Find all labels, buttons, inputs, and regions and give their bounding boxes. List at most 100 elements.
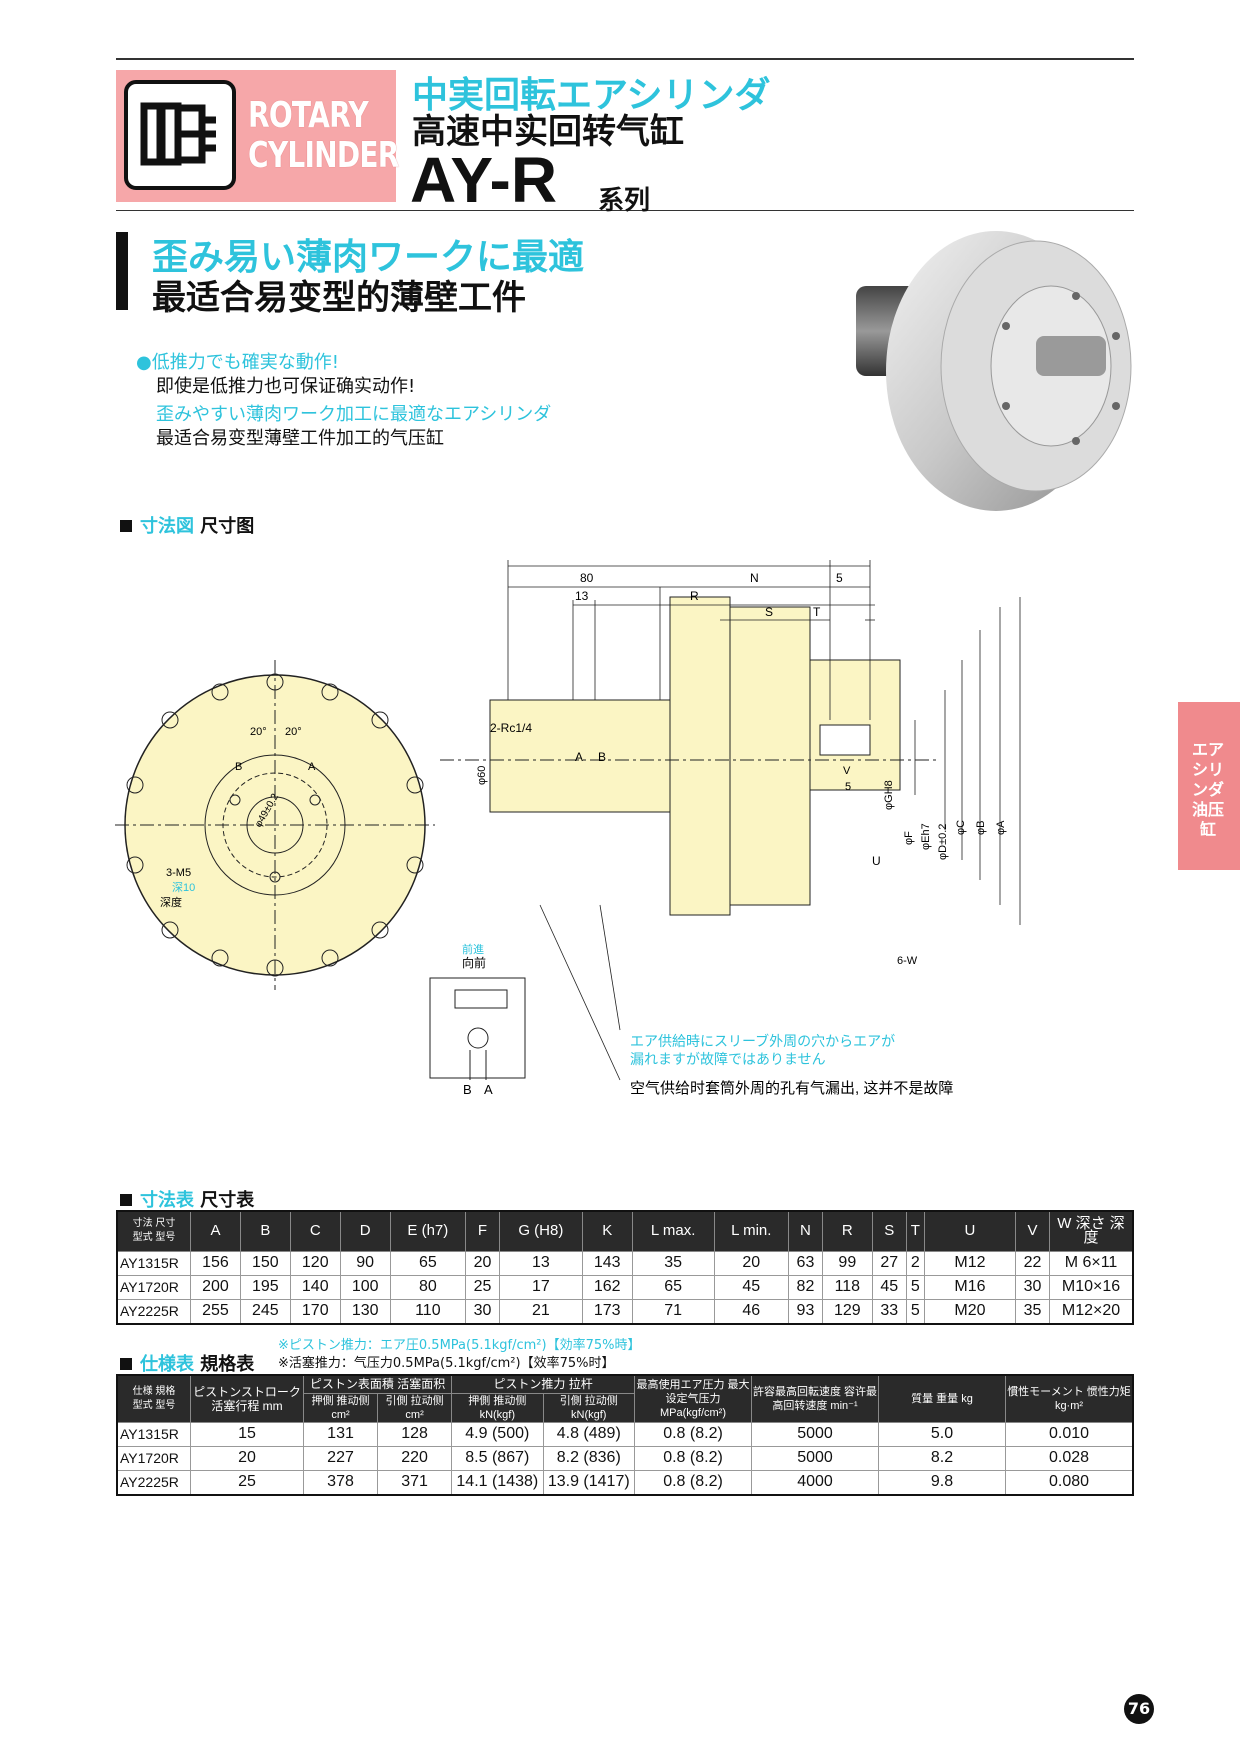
col-c: C (289, 1210, 341, 1252)
col-stroke: ピストンストローク 活塞行程 mm (190, 1374, 304, 1423)
dimension-table-corner: 寸法 尺寸型式 型号 (116, 1210, 191, 1252)
dim-n: N (750, 571, 759, 585)
bullet-2-cn: 最适合易变型薄壁工件加工的气压缸 (156, 428, 444, 449)
dia-g: φGH8 (883, 780, 895, 810)
col-w: W 深さ 深度 (1049, 1210, 1134, 1252)
feature-heading-cn: 最适合易变型的薄壁工件 (152, 278, 526, 318)
page-title-jp: 中実回転エアシリンダ (412, 75, 771, 116)
port-a-front: A (308, 761, 316, 773)
dim-s: S (765, 605, 773, 619)
valve-label-cn: 向前 (462, 955, 486, 970)
bullet-1-jp: ●低推力でも確実な動作! (136, 352, 339, 373)
col-area-push: 押側 推动侧 cm² (302, 1392, 379, 1423)
depth-label-jp: 深10 (172, 881, 195, 894)
col-pressure: 最高使用エア圧力 最大设定气压力 MPa(kgf/cm²) (634, 1374, 752, 1423)
col-thrust-push: 押側 推动侧 kN(kgf) (451, 1392, 544, 1423)
dimension-drawing: 20° 20° B A φ49±0.2 3-M5 深10 深度 K L 80 N… (115, 560, 1021, 1097)
air-note-cn: 空气供给时套筒外周的孔有气漏出, 这并不是故障 (630, 1079, 953, 1097)
col-area: ピストン表面積 活塞面积 (302, 1374, 453, 1394)
dimension-table: 寸法 尺寸型式 型号 A B C D E (h7) F G (H8) K L m… (116, 1210, 1134, 1325)
top-rule (116, 58, 1134, 60)
col-e: E (h7) (389, 1210, 467, 1252)
dim-13: 13 (575, 589, 589, 603)
dimension-table-header: 寸法 尺寸型式 型号 A B C D E (h7) F G (H8) K L m… (116, 1210, 1134, 1252)
angle-label-right: 20° (285, 726, 302, 738)
col-k: K (581, 1210, 633, 1252)
col-u: U (923, 1210, 1016, 1252)
dim-5b: 5 (845, 781, 851, 793)
col-inertia: 慣性モーメント 惯性力矩 kg·m² (1005, 1374, 1134, 1423)
col-speed: 許容最高回転速度 容许最高回转速度 min⁻¹ (751, 1374, 879, 1423)
spec-table-heading: 仕様表 規格表 (120, 1350, 254, 1376)
port-label: 2-Rc1/4 (490, 721, 532, 735)
spec-table-header: 仕様 規格型式 型号 ピストンストローク 活塞行程 mm ピストン表面積 活塞面… (116, 1374, 1134, 1423)
col-r: R (821, 1210, 873, 1252)
col-l-min: L min. (713, 1210, 790, 1252)
depth-label-cn: 深度 (160, 895, 182, 909)
dim-t: T (813, 605, 821, 619)
phi60-label: φ60 (476, 766, 488, 785)
dia-a: φA (995, 820, 1007, 835)
feature-bar (116, 232, 128, 310)
bullet-1-cn: 即使是低推力也可保证确实动作! (156, 376, 416, 397)
col-weight: 質量 重量 kg (878, 1374, 1006, 1423)
page-title-cn: 高速中实回转气缸 (412, 112, 684, 152)
spec-table-corner: 仕様 規格型式 型号 (116, 1374, 191, 1423)
feature-heading-jp: 歪み易い薄肉ワークに最適 (152, 237, 585, 278)
col-a: A (190, 1210, 241, 1252)
header-rule (116, 210, 1134, 211)
dim-l: L (845, 560, 852, 563)
series-label: 系列 (598, 186, 651, 216)
col-f: F (465, 1210, 500, 1252)
bullet-2-jp: 歪みやすい薄肉ワーク加工に最適なエアシリンダ (156, 404, 552, 425)
air-note-jp-2: 漏れますが故障ではありません (630, 1051, 826, 1067)
side-tab (1178, 702, 1240, 870)
port-b-side: B (598, 750, 606, 764)
dia-e: φEh7 (920, 823, 932, 850)
product-photo (846, 226, 1146, 516)
col-g: G (H8) (498, 1210, 583, 1252)
col-t: T (905, 1210, 925, 1252)
model-name: AY-R (410, 144, 558, 216)
col-d: D (339, 1210, 391, 1252)
dia-c: φC (955, 820, 967, 835)
spec-note-jp: ※ピストン推力：エア圧0.5MPa(5.1kgf/cm²)【効率75%時】 (278, 1338, 641, 1353)
spec-table: 仕様 規格型式 型号 ピストンストローク 活塞行程 mm ピストン表面積 活塞面… (116, 1374, 1134, 1496)
dia-d: φD±0.2 (937, 824, 949, 860)
col-v: V (1014, 1210, 1051, 1252)
dim-v: V (843, 765, 851, 777)
col-thrust: ピストン推力 拉杆 (451, 1374, 635, 1394)
col-thrust-pull: 引側 拉动侧 kN(kgf) (542, 1392, 636, 1423)
dim-80: 80 (580, 571, 594, 585)
dim-u: U (872, 854, 881, 868)
tap-label: 3-M5 (166, 867, 191, 879)
side-tab-label: エアシリンダ 油压缸 (1191, 740, 1224, 839)
col-n: N (788, 1210, 823, 1252)
valve-port-a: A (484, 1082, 493, 1097)
valve-label-jp: 前進 (462, 942, 484, 956)
col-b: B (239, 1210, 291, 1252)
dim-w: 6-W (897, 955, 918, 967)
spec-table-subheader: 押側 推动侧 cm² 引側 拉动侧 cm² 押側 推动侧 kN(kgf) 引側 … (117, 1392, 1133, 1423)
col-area-pull: 引側 拉动侧 cm² (377, 1392, 453, 1423)
rotary-cylinder-icon (124, 80, 236, 190)
valve-port-b: B (463, 1082, 472, 1097)
air-note-jp-1: エア供給時にスリーブ外周の穴からエアが (630, 1033, 895, 1049)
dimension-drawing-heading: 寸法図 尺寸图 (120, 512, 254, 538)
dia-b: φB (975, 821, 987, 835)
spec-note-cn: ※活塞推力：气压力0.5MPa(5.1kgf/cm²)【效率75%时】 (278, 1356, 615, 1371)
dim-r: R (690, 589, 699, 603)
col-s: S (871, 1210, 907, 1252)
port-b-front: B (235, 761, 242, 773)
dim-k: K (680, 560, 688, 563)
dia-f: φF (903, 831, 915, 845)
port-a-side: A (575, 750, 583, 764)
dim-5: 5 (836, 571, 843, 585)
